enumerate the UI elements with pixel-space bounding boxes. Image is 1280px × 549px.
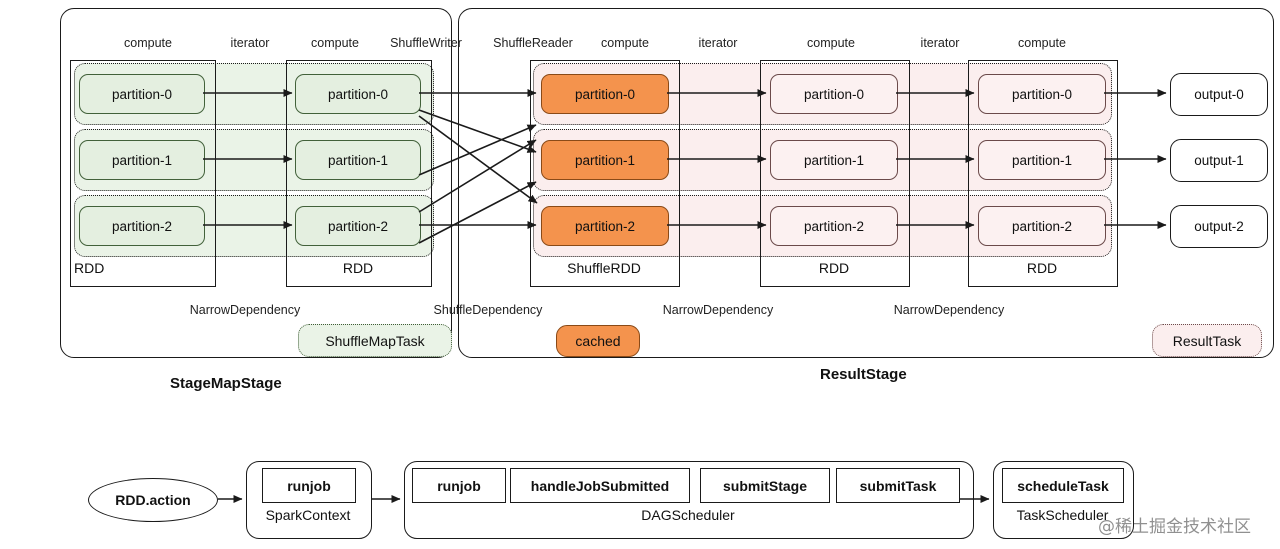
output-box-2[interactable]: output-2	[1170, 205, 1268, 248]
column-label-compute-2: compute	[311, 36, 359, 50]
partition-rdd0-2[interactable]: partition-2	[79, 206, 205, 246]
task-scheduler-schedule-task-box[interactable]: scheduleTask	[1002, 468, 1124, 503]
stage-caption-result: ResultStage	[820, 366, 907, 383]
partition-rdd0-0[interactable]: partition-0	[79, 74, 205, 114]
column-label-compute-4: compute	[807, 36, 855, 50]
rdd-label-0: RDD	[74, 260, 105, 276]
spark-context-runjob-box[interactable]: runjob	[262, 468, 356, 503]
badge-result-task[interactable]: ResultTask	[1152, 324, 1262, 357]
partition-rdd4-0[interactable]: partition-0	[978, 74, 1106, 114]
badge-shuffle-map-task[interactable]: ShuffleMapTask	[298, 324, 452, 357]
dag-handle-job-submitted-box[interactable]: handleJobSubmitted	[510, 468, 690, 503]
spark-context-label: SparkContext	[265, 507, 351, 523]
rdd-label-2: ShuffleRDD	[567, 260, 641, 276]
partition-rdd0-1[interactable]: partition-1	[79, 140, 205, 180]
dependency-label-shuffle: ShuffleDependency	[433, 303, 543, 317]
rdd-frame-4	[968, 60, 1118, 287]
rdd-action-ellipse[interactable]: RDD.action	[88, 478, 218, 522]
column-label-iterator-3: iterator	[920, 36, 960, 50]
dependency-label-narrow-1: NarrowDependency	[189, 303, 301, 317]
dag-submit-stage-box[interactable]: submitStage	[700, 468, 830, 503]
column-label-shuffle-writer: ShuffleWriter	[390, 36, 462, 50]
column-label-compute-1: compute	[124, 36, 172, 50]
rdd-label-4: RDD	[1026, 260, 1058, 276]
column-label-compute-5: compute	[1018, 36, 1066, 50]
dag-scheduler-label: DAGScheduler	[641, 507, 735, 523]
partition-shufflerdd-0[interactable]: partition-0	[541, 74, 669, 114]
dag-submit-task-box[interactable]: submitTask	[836, 468, 960, 503]
partition-shufflerdd-1[interactable]: partition-1	[541, 140, 669, 180]
dag-runjob-box[interactable]: runjob	[412, 468, 506, 503]
stage-caption-map: StageMapStage	[170, 375, 282, 392]
output-box-1[interactable]: output-1	[1170, 139, 1268, 182]
partition-rdd4-1[interactable]: partition-1	[978, 140, 1106, 180]
column-label-compute-3: compute	[601, 36, 649, 50]
output-box-0[interactable]: output-0	[1170, 73, 1268, 116]
partition-rdd3-2[interactable]: partition-2	[770, 206, 898, 246]
dependency-label-narrow-3: NarrowDependency	[893, 303, 1005, 317]
partition-rdd3-0[interactable]: partition-0	[770, 74, 898, 114]
column-label-iterator-1: iterator	[230, 36, 270, 50]
rdd-frame-0	[70, 60, 216, 287]
partition-rdd3-1[interactable]: partition-1	[770, 140, 898, 180]
watermark: @稀土掘金技术社区	[1098, 517, 1251, 537]
column-label-iterator-2: iterator	[698, 36, 738, 50]
dependency-label-narrow-2: NarrowDependency	[662, 303, 774, 317]
partition-shufflerdd-2[interactable]: partition-2	[541, 206, 669, 246]
partition-rdd4-2[interactable]: partition-2	[978, 206, 1106, 246]
partition-rdd1-0[interactable]: partition-0	[295, 74, 421, 114]
partition-rdd1-1[interactable]: partition-1	[295, 140, 421, 180]
rdd-label-3: RDD	[818, 260, 850, 276]
partition-rdd1-2[interactable]: partition-2	[295, 206, 421, 246]
rdd-frame-3	[760, 60, 910, 287]
rdd-label-1: RDD	[342, 260, 374, 276]
task-scheduler-label: TaskScheduler	[1016, 507, 1109, 523]
badge-cached[interactable]: cached	[556, 325, 640, 357]
column-label-shuffle-reader: ShuffleReader	[493, 36, 573, 50]
